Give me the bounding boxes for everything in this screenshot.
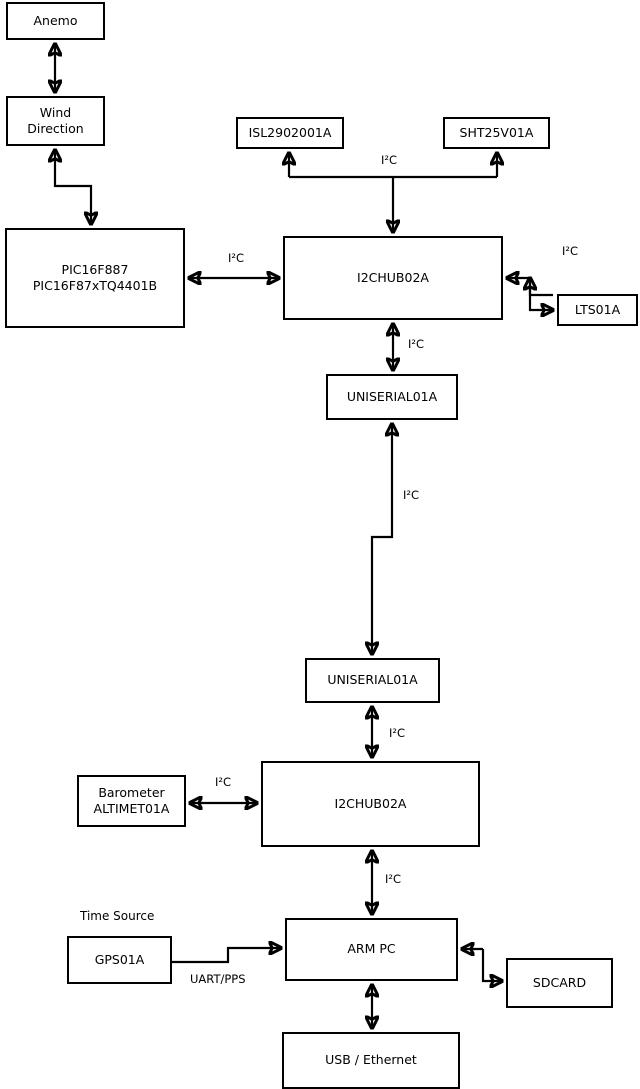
- edge-wind-pic: [55, 150, 91, 224]
- node-sht25v01a[interactable]: SHT25V01A: [443, 117, 550, 149]
- edge-hubtop-lts-down: [528, 278, 553, 310]
- node-barometer-altimet01a[interactable]: Barometer ALTIMET01A: [77, 775, 186, 827]
- edge-label-uniserial-link-i2c: I²C: [403, 488, 420, 502]
- node-uniserial01a-top[interactable]: UNISERIAL01A: [326, 374, 458, 420]
- edge-armpc-sdcard-out: [481, 949, 502, 981]
- node-wind-direction[interactable]: Wind Direction: [6, 96, 105, 146]
- node-i2chub02a-top[interactable]: I2CHUB02A: [283, 236, 503, 320]
- edge-label-sensor-bus-i2c: I²C: [381, 153, 398, 167]
- node-usb-ethernet[interactable]: USB / Ethernet: [282, 1032, 460, 1089]
- node-lts01a[interactable]: LTS01A: [557, 294, 638, 326]
- edge-label-hub2-armpc-i2c: I²C: [385, 872, 402, 886]
- edge-label-gps-armpc-uartpps: UART/PPS: [190, 972, 246, 986]
- node-arm-pc[interactable]: ARM PC: [285, 918, 458, 981]
- node-uniserial01a-bottom[interactable]: UNISERIAL01A: [305, 658, 440, 703]
- edge-label-pic-hub-i2c: I²C: [228, 251, 245, 265]
- node-gps01a[interactable]: GPS01A: [67, 936, 172, 984]
- label-time-source: Time Source: [80, 909, 155, 923]
- edge-label-uniserial-hub2-i2c: I²C: [389, 726, 406, 740]
- node-anemo[interactable]: Anemo: [6, 2, 105, 40]
- node-i2chub02a-bottom[interactable]: I2CHUB02A: [261, 761, 480, 847]
- edge-label-hub-uniserial-i2c: I²C: [408, 337, 425, 351]
- edge-lts-hubtop: [530, 278, 553, 297]
- edge-uniserialtop-uniserialbot: [372, 424, 392, 654]
- edge-label-hub-lts-i2c: I²C: [562, 244, 579, 258]
- node-pic16f887[interactable]: PIC16F887 PIC16F87xTQ4401B: [5, 228, 185, 328]
- node-isl2902001a[interactable]: ISL2902001A: [236, 117, 344, 149]
- node-sdcard[interactable]: SDCARD: [506, 958, 613, 1008]
- edge-label-barometer-hub2-i2c: I²C: [215, 775, 232, 789]
- edge-gps-armpc: [172, 948, 281, 964]
